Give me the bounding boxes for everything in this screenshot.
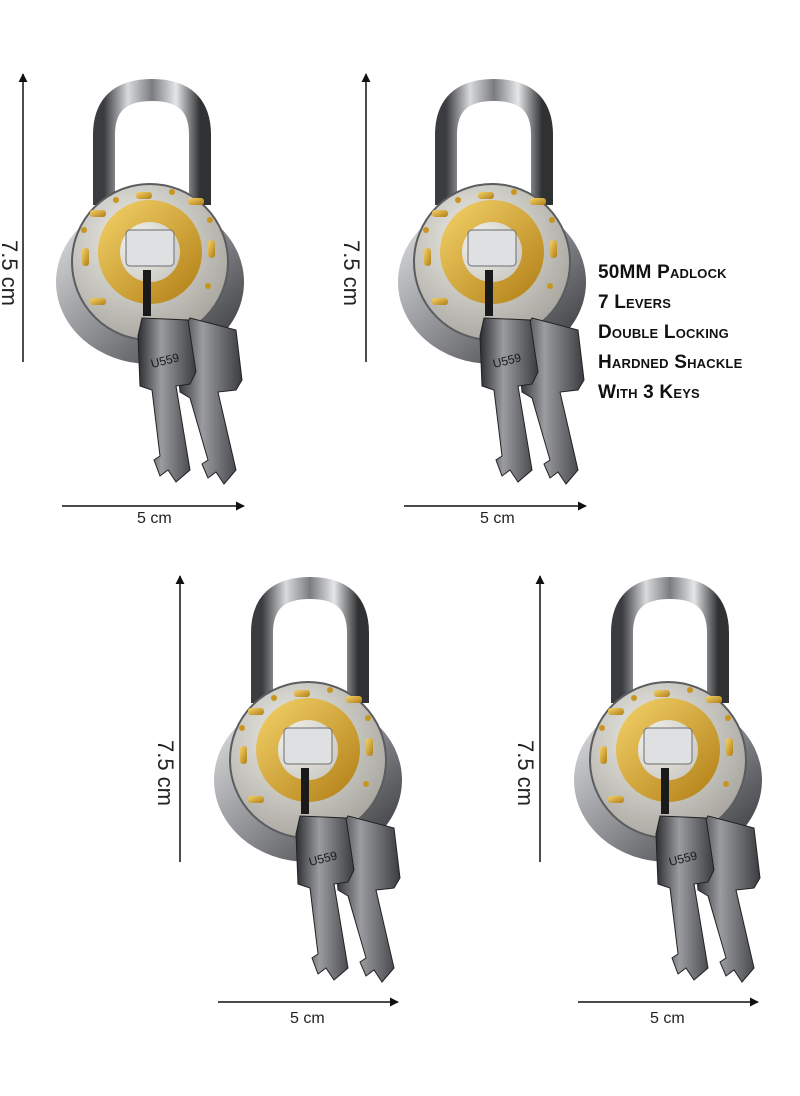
key-code: U559 [491, 350, 523, 371]
height-label: 7.5 cm [513, 739, 539, 807]
padlock-icon: U559 [398, 78, 586, 485]
padlock-cell-4: 7.5 cm 5 cm U559 [500, 560, 800, 1080]
product-specs: 50MM Padlock 7 Levers Double Locking Har… [598, 258, 742, 408]
width-label: 5 cm [137, 510, 172, 527]
dimension-arrows [175, 575, 399, 1007]
spec-levers: 7 Levers [598, 292, 672, 313]
width-label: 5 cm [650, 1010, 685, 1027]
padlock-icon: U559 [574, 576, 762, 983]
key-code: U559 [667, 848, 699, 869]
key-code: U559 [307, 848, 339, 869]
height-label: 7.5 cm [153, 739, 179, 807]
padlock-cell-1: 7.5 cm 5 cm U559 [0, 0, 400, 540]
dimension-arrows [18, 73, 245, 511]
width-label: 5 cm [480, 510, 515, 527]
key-icon: U559 [479, 317, 539, 483]
key-icon: U559 [655, 815, 715, 981]
height-label: 7.5 cm [339, 239, 365, 307]
padlock-icon: U559 [214, 576, 402, 983]
padlock-icon: U559 [56, 78, 244, 485]
spec-keys: With 3 Keys [598, 382, 700, 403]
dimension-arrows [535, 575, 759, 1007]
spec-locking: Double Locking [598, 322, 729, 343]
padlock-cell-2: 7.5 cm 5 cm U559 [330, 0, 630, 540]
spec-shackle: Hardned Shackle [598, 352, 743, 373]
height-label: 7.5 cm [0, 239, 23, 307]
width-label: 5 cm [290, 1010, 325, 1027]
key-code: U559 [149, 350, 181, 371]
spec-size: 50MM Padlock [598, 262, 727, 283]
key-icon: U559 [295, 815, 355, 981]
padlock-cell-3: 7.5 cm 5 cm U559 [140, 560, 440, 1080]
key-icon: U559 [137, 317, 197, 483]
dimension-arrows [361, 73, 587, 511]
